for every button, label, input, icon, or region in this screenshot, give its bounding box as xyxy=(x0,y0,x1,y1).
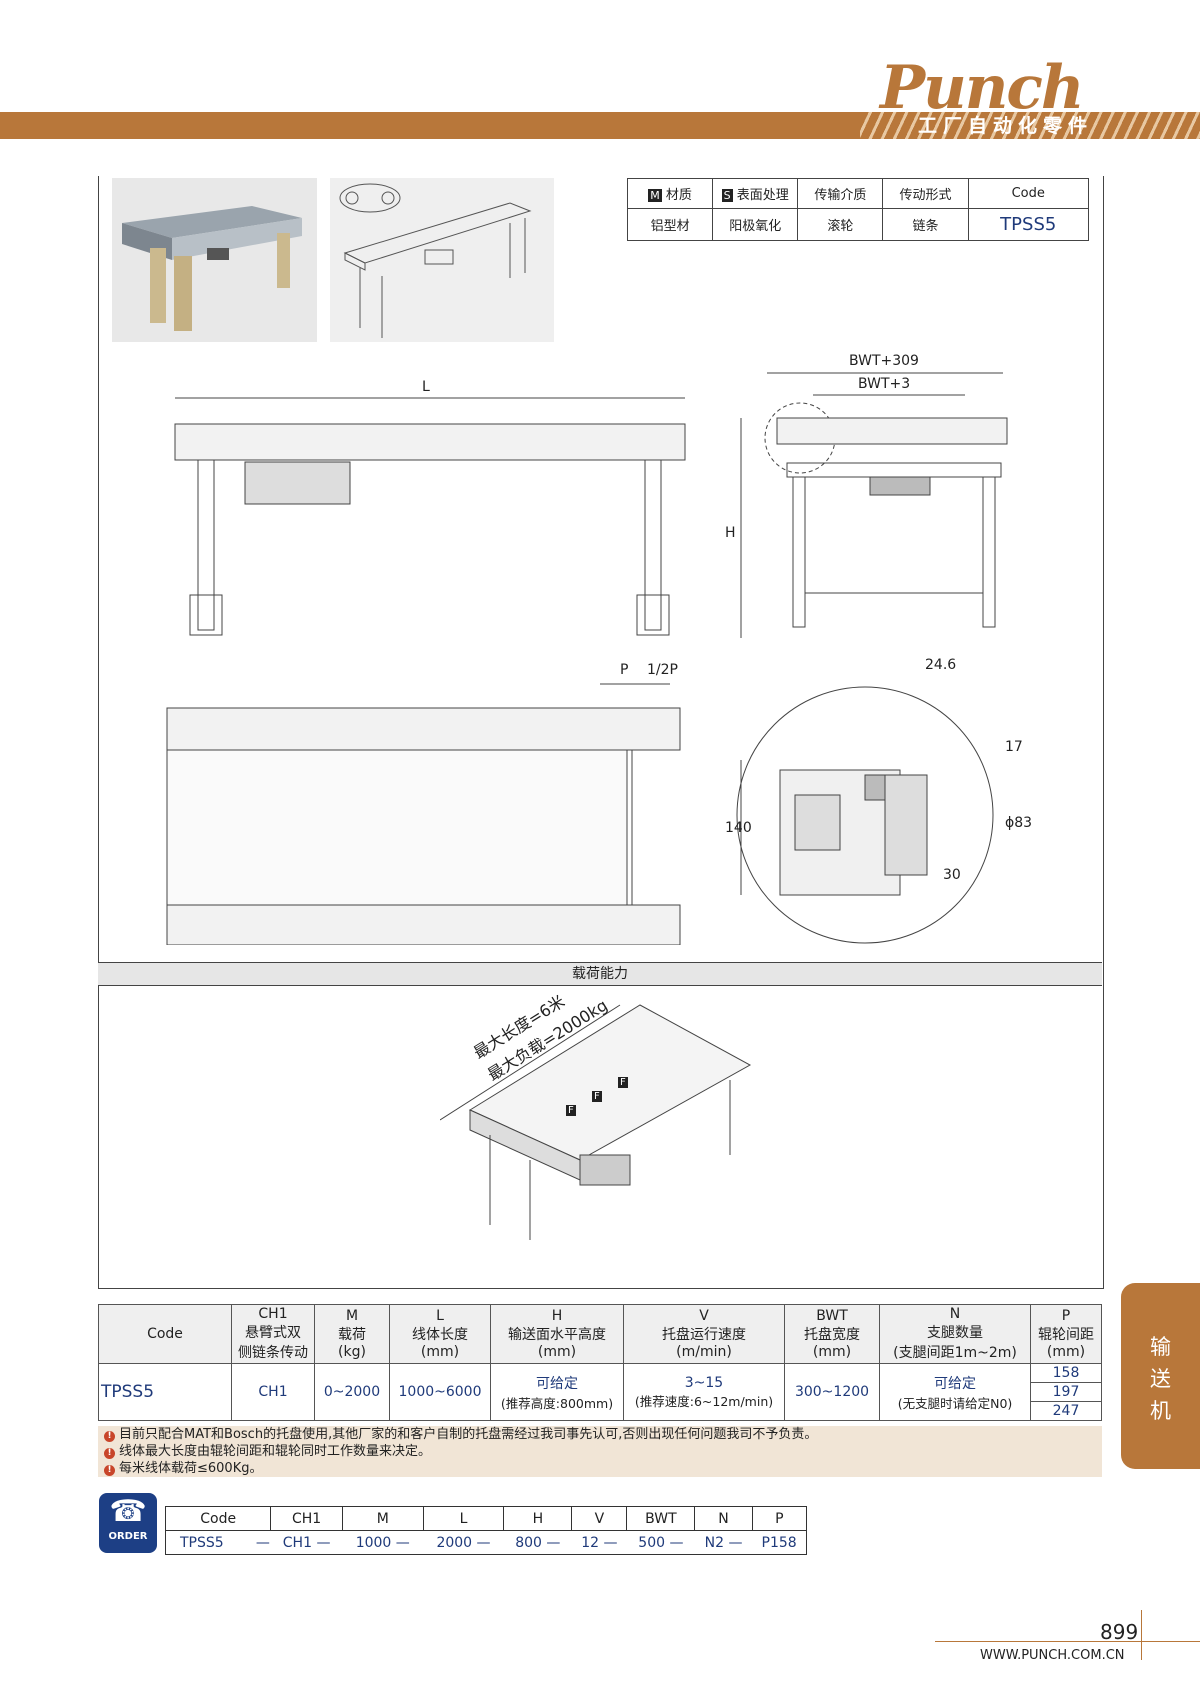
dim-d83: ϕ83 xyxy=(1005,815,1033,831)
force-arrow-1: F xyxy=(566,1105,576,1116)
spec-drive: 链条 xyxy=(882,208,969,241)
order-v-p: P158 xyxy=(752,1530,808,1555)
dim-24-6: 24.6 xyxy=(925,657,957,673)
note-item: !线体最大长度由辊轮间距和辊轮同时工作数量来决定。 xyxy=(98,1443,1102,1460)
order-v-m: 1000 — xyxy=(342,1530,424,1555)
side-view-drawing: BWT+309 BWT+3 H xyxy=(725,353,1025,653)
website: WWW.PUNCH.COM.CN xyxy=(980,1648,1125,1663)
order-h-h: H xyxy=(503,1506,573,1531)
row-ch1: CH1 xyxy=(231,1363,315,1421)
front-view-drawing: L xyxy=(160,375,700,647)
page-number: 899 xyxy=(1100,1620,1139,1644)
spec-material: 铝型材 xyxy=(626,208,714,241)
order-v-v: 12 — xyxy=(571,1530,627,1555)
dim-17: 17 xyxy=(1005,739,1023,755)
order-v-ch1: CH1 — xyxy=(270,1530,343,1555)
dim-P: P xyxy=(620,662,629,678)
spec-header-medium: 传输介质 xyxy=(797,178,884,209)
order-h-l: L xyxy=(422,1506,505,1531)
row-m: 0~2000 xyxy=(314,1363,390,1421)
order-h-n: N xyxy=(694,1506,753,1531)
spec-medium: 滚轮 xyxy=(797,208,884,241)
brand-subtitle: 工厂自动化零件 xyxy=(918,115,1094,137)
dim-bwt309: BWT+309 xyxy=(849,353,919,369)
warning-icon: ! xyxy=(104,1448,115,1459)
row-l: 1000~6000 xyxy=(389,1363,491,1421)
order-example-table: Code CH1 M L H V BWT N P TPSS5— CH1 — 10… xyxy=(164,1506,808,1555)
product-drawing xyxy=(330,178,554,342)
spec-table: M 材质 S 表面处理 传输介质 传动形式 Code 铝型材 阳极氧化 滚轮 链… xyxy=(626,178,1090,241)
row-v: 3~15(推荐速度:6~12m/min) xyxy=(623,1363,785,1421)
row-code: TPSS5 xyxy=(98,1363,232,1421)
order-h-v: V xyxy=(571,1506,628,1531)
content-frame xyxy=(98,176,1104,1289)
note-item: !目前只配合MAT和Bosch的托盘使用,其他厂家的和客户自制的托盘需经过我司事… xyxy=(98,1426,1102,1443)
dim-half-P: 1/2P xyxy=(647,662,678,678)
order-v-bwt: 500 — xyxy=(626,1530,695,1555)
order-h-bwt: BWT xyxy=(626,1506,696,1531)
th-code: Code xyxy=(98,1304,232,1364)
phone-icon: ☎ xyxy=(109,1494,147,1529)
order-v-n: N2 — xyxy=(694,1530,753,1555)
spec-surface: 阳极氧化 xyxy=(712,208,799,241)
spec-header-material: M 材质 xyxy=(626,178,714,209)
order-h-m: M xyxy=(341,1506,424,1531)
row-p-1: 158 xyxy=(1030,1363,1102,1383)
order-h-p: P xyxy=(751,1506,808,1531)
order-h-ch1: CH1 xyxy=(270,1506,343,1531)
load-section-title: 载荷能力 xyxy=(98,962,1102,986)
footer-divider xyxy=(1141,1610,1142,1660)
force-arrow-2: F xyxy=(592,1091,602,1102)
order-h-code: Code xyxy=(164,1506,272,1531)
row-n: 可给定(无支腿时请给定N0) xyxy=(879,1363,1031,1421)
force-arrow-3: F xyxy=(618,1077,628,1088)
notes-box: !目前只配合MAT和Bosch的托盘使用,其他厂家的和客户自制的托盘需经过我司事… xyxy=(98,1426,1102,1477)
order-badge: ☎ ORDER xyxy=(99,1493,157,1553)
warning-icon: ! xyxy=(104,1431,115,1442)
spec-header-surface: S 表面处理 xyxy=(712,178,799,209)
header-stripes xyxy=(860,112,1200,139)
dim-L: L xyxy=(422,379,430,395)
brand-logo: Punch xyxy=(880,53,1085,123)
load-illustration: 最大长度=6米 最大负载=2000kg F F F xyxy=(439,991,760,1255)
dim-30: 30 xyxy=(943,867,961,883)
category-side-tab: 输 送 机 xyxy=(1121,1283,1200,1469)
spec-code: TPSS5 xyxy=(967,208,1090,241)
row-p-2: 197 xyxy=(1030,1382,1102,1402)
order-v-l: 2000 — xyxy=(423,1530,504,1555)
detail-drawing: 24.6 17 140 ϕ83 30 xyxy=(725,655,1035,955)
warning-icon: ! xyxy=(104,1465,115,1476)
dim-bwt3: BWT+3 xyxy=(858,376,911,392)
footer-rule xyxy=(935,1641,1200,1642)
note-item: !每米线体载荷≤600Kg。 xyxy=(98,1460,1102,1477)
row-bwt: 300~1200 xyxy=(784,1363,880,1421)
spec-header-code: Code xyxy=(967,178,1090,209)
order-v-h: 800 — xyxy=(503,1530,572,1555)
dim-140: 140 xyxy=(725,820,752,836)
row-h: 可给定(推荐高度:800mm) xyxy=(490,1363,624,1421)
order-v-code: TPSS5— xyxy=(164,1530,271,1555)
spec-header-drive: 传动形式 xyxy=(882,178,969,209)
top-view-drawing: P 1/2P xyxy=(160,660,700,946)
row-p-3: 247 xyxy=(1030,1401,1102,1421)
dim-H: H xyxy=(725,525,736,541)
product-photo xyxy=(112,178,317,342)
